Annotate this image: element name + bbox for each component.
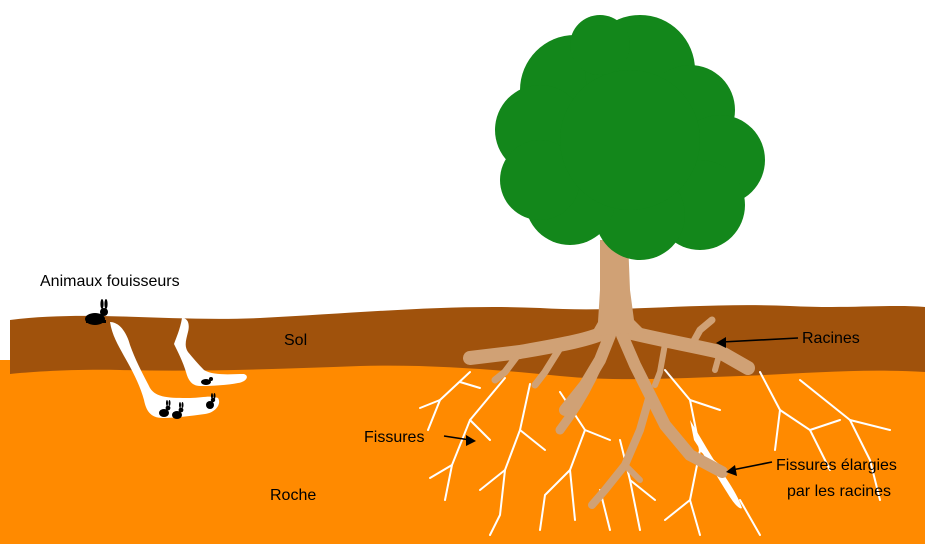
tree-foliage (495, 15, 765, 260)
label-soil: Sol (284, 332, 307, 349)
label-cracks: Fissures (364, 429, 424, 446)
rabbit-icon (85, 299, 108, 325)
label-roots: Racines (802, 330, 860, 347)
label-widened-cracks-line2: par les racines (787, 483, 891, 500)
label-burrowing-animals: Animaux fouisseurs (40, 273, 180, 290)
label-widened-cracks-line1: Fissures élargies (776, 457, 897, 474)
soil-layer (10, 305, 925, 379)
label-rock: Roche (270, 487, 316, 504)
rock-layer (0, 360, 925, 544)
